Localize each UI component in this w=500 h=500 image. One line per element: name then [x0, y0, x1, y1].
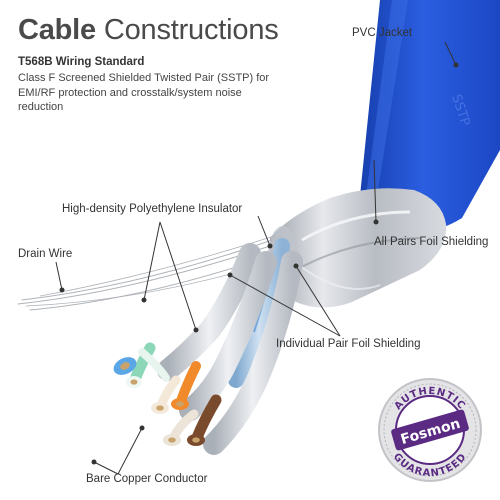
label-insulator: High-density Polyethylene Insulator [62, 203, 243, 215]
label-pair-foil: Individual Pair Foil Shielding [276, 338, 421, 350]
wiring-standard: T568B Wiring Standard [18, 56, 145, 68]
cable-description: Class F Screened Shielded Twisted Pair (… [18, 72, 270, 113]
page-title: Cable Constructions [18, 14, 279, 47]
authentic-badge: AUTHENTIC GUARANTEED Fosmon [378, 378, 482, 482]
leader-lines [55, 41, 457, 475]
label-pvc-jacket: PVC Jacket [352, 27, 413, 39]
label-drain-wire: Drain Wire [18, 248, 73, 260]
title-light: Constructions [103, 14, 279, 46]
conductor-ends [113, 357, 205, 446]
pvc-jacket: SSTP [360, 0, 500, 233]
label-copper-conductor: Bare Copper Conductor [86, 473, 208, 485]
label-all-pairs-foil: All Pairs Foil Shielding [374, 236, 489, 248]
title-bold: Cable [18, 14, 96, 46]
leader-dots [59, 62, 459, 465]
